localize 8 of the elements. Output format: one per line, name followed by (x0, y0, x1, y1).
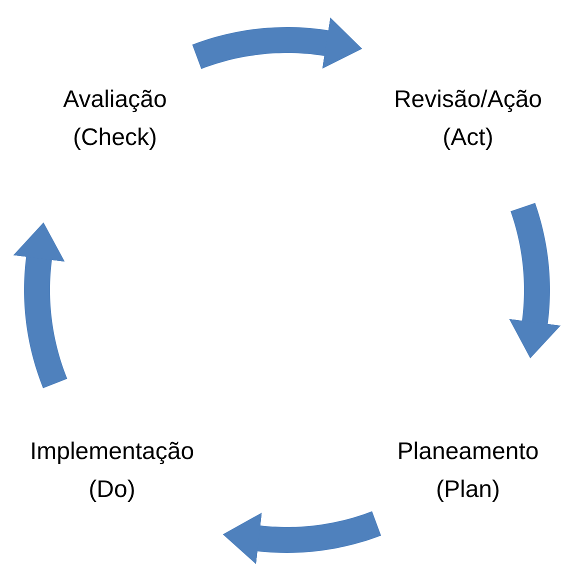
cycle-stage-label: Planeamento (397, 437, 539, 467)
cycle-stage-label: (Check) (72, 123, 157, 153)
cycle-stage-label: (Do) (88, 475, 136, 505)
cycle-stage-label: Revisão/Ação (394, 85, 542, 115)
cycle-stage-label: Avaliação (63, 85, 167, 115)
cycle-stage-label: (Plan) (436, 475, 500, 505)
cycle-stage-label: (Act) (442, 123, 494, 153)
cycle-stage-label: Implementação (30, 437, 194, 467)
